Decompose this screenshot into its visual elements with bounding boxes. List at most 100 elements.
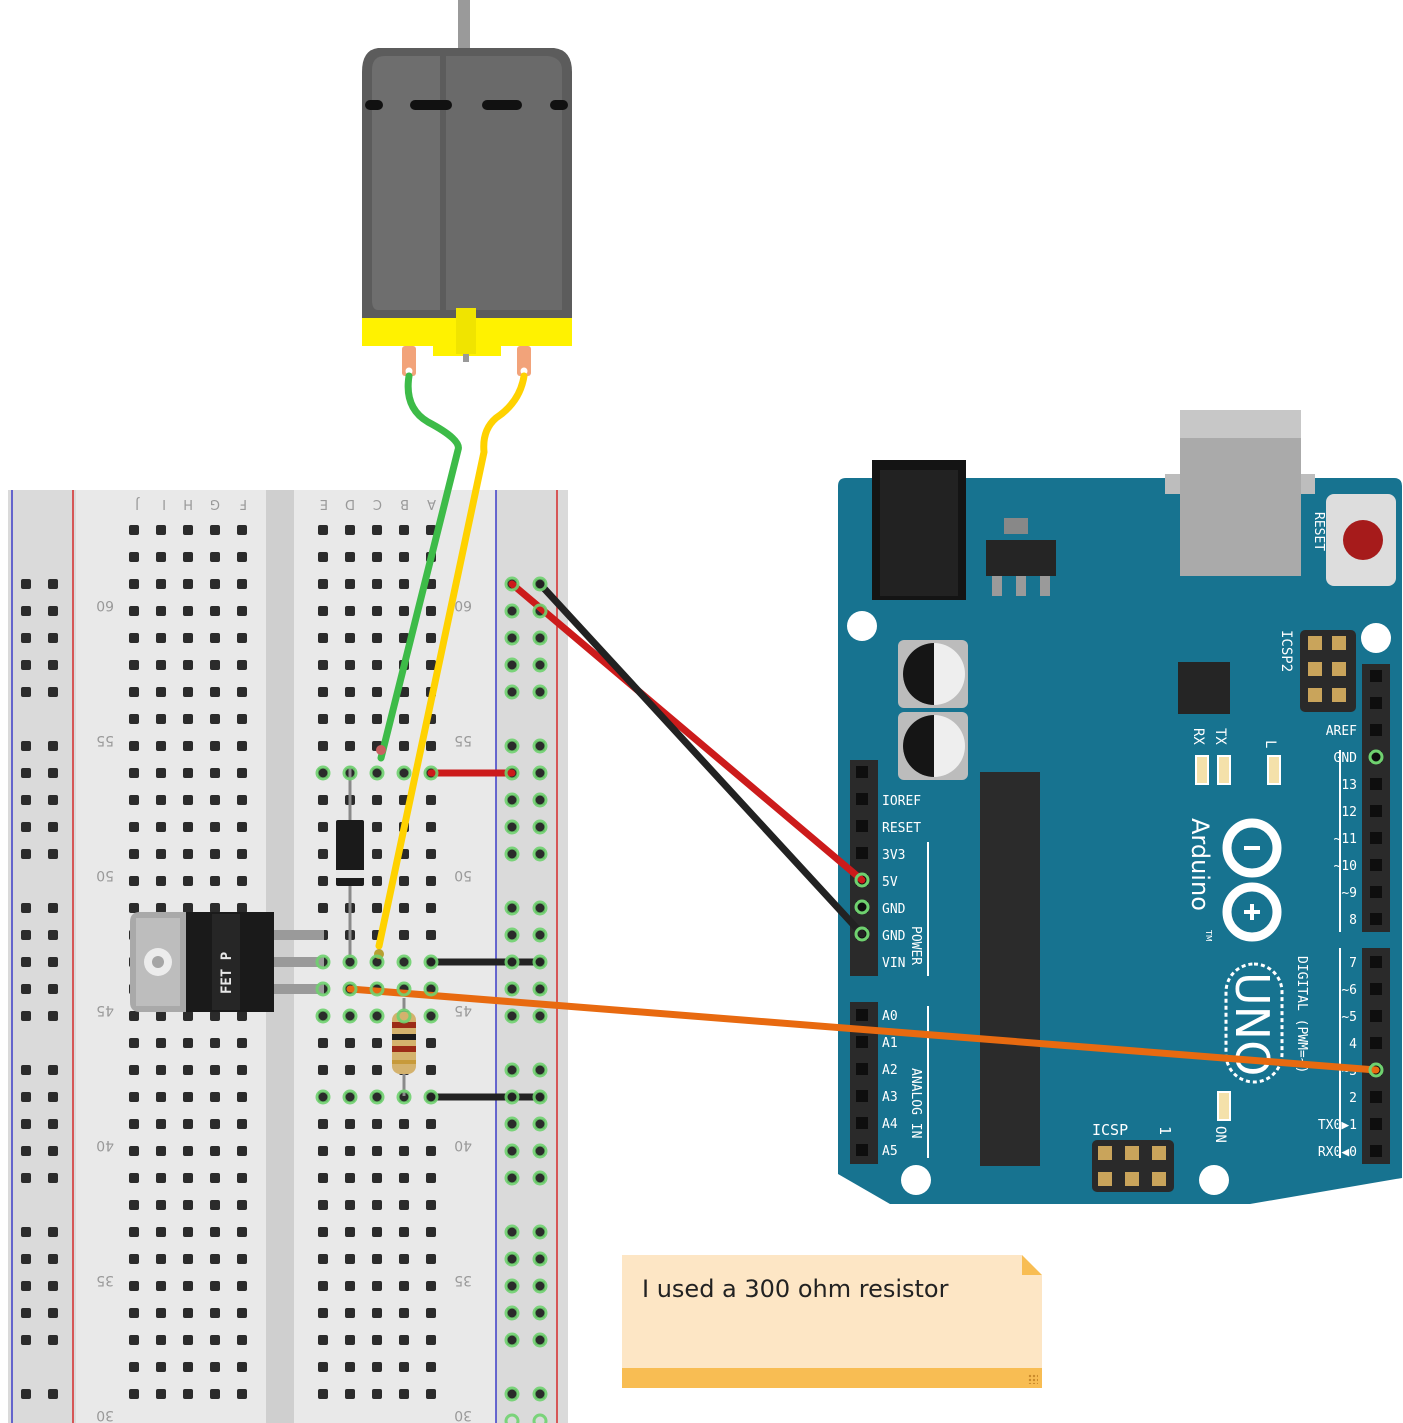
rail-hole	[507, 606, 517, 616]
breadboard-hole	[156, 822, 166, 832]
connected-hole	[504, 1332, 520, 1348]
breadboard-hole	[318, 525, 328, 535]
connected-hole	[532, 819, 548, 835]
rail-hole	[48, 984, 58, 994]
breadboard-hole	[156, 795, 166, 805]
breadboard-hole	[183, 687, 193, 697]
rail-hole	[48, 606, 58, 616]
breadboard-hole	[345, 660, 355, 670]
breadboard-hole	[345, 1092, 355, 1102]
breadboard-hole	[210, 822, 220, 832]
header-pin	[1370, 670, 1382, 682]
rail-hole	[48, 1065, 58, 1075]
rail-hole	[21, 957, 31, 967]
connected-hole	[342, 954, 358, 970]
header-pin	[856, 1117, 868, 1129]
breadboard-hole	[399, 1200, 409, 1210]
breadboard-hole	[345, 633, 355, 643]
icsp-pin	[1098, 1172, 1112, 1186]
connected-hole	[532, 846, 548, 862]
breadboard-hole	[129, 1308, 139, 1318]
rail-hole	[507, 822, 517, 832]
header-pin	[1370, 832, 1382, 844]
breadboard-hole	[318, 1038, 328, 1048]
rail-hole	[48, 1173, 58, 1183]
rail-hole	[535, 849, 545, 859]
connected-hole	[532, 792, 548, 808]
breadboard-hole	[399, 957, 409, 967]
connected-hole	[342, 981, 358, 997]
rail-hole	[21, 1065, 31, 1075]
breadboard-hole	[183, 1119, 193, 1129]
connected-hole	[315, 981, 331, 997]
breadboard-hole	[318, 741, 328, 751]
connected-hole	[532, 954, 548, 970]
resize-grip-icon[interactable]	[1028, 1374, 1038, 1384]
connected-hole	[369, 954, 385, 970]
breadboard-hole	[129, 714, 139, 724]
connected-hole	[532, 576, 548, 592]
breadboard-hole	[426, 1146, 436, 1156]
breadboard-hole	[156, 1281, 166, 1291]
rail-hole	[21, 633, 31, 643]
pin-label: GND	[1334, 751, 1358, 766]
rail-hole	[48, 1011, 58, 1021]
connected-hole	[504, 819, 520, 835]
breadboard-hole	[156, 633, 166, 643]
breadboard-hole	[372, 1011, 382, 1021]
breadboard-hole	[129, 1389, 139, 1399]
rail-hole	[21, 1281, 31, 1291]
breadboard-hole	[372, 1200, 382, 1210]
dc-motor	[362, 0, 572, 376]
connected-hole	[532, 684, 548, 700]
note-text: I used a 300 ohm resistor	[642, 1275, 949, 1303]
pin-label: 7	[1349, 956, 1357, 971]
breadboard-hole	[318, 822, 328, 832]
rail-hole	[21, 1146, 31, 1156]
rail-hole	[21, 660, 31, 670]
breadboard-hole	[372, 1173, 382, 1183]
breadboard-hole	[426, 795, 436, 805]
pin-label: RX0◀0	[1318, 1145, 1357, 1160]
breadboard-hole	[156, 1227, 166, 1237]
connected-hole	[532, 1062, 548, 1078]
rail-hole	[507, 1065, 517, 1075]
breadboard-hole	[372, 903, 382, 913]
rail-hole	[535, 741, 545, 751]
rail-hole	[21, 579, 31, 589]
breadboard-hole	[183, 1254, 193, 1264]
rail-hole	[48, 1335, 58, 1345]
rail-hole	[507, 1254, 517, 1264]
connected-hole	[504, 1116, 520, 1132]
connected-hole	[423, 1089, 439, 1105]
pin-label: 4	[1349, 1037, 1357, 1052]
breadboard-hole	[318, 1281, 328, 1291]
breadboard-hole	[183, 849, 193, 859]
connected-hole	[504, 1089, 520, 1105]
breadboard-hole	[372, 1038, 382, 1048]
breadboard-hole	[183, 579, 193, 589]
breadboard-hole	[345, 1065, 355, 1075]
sticky-note[interactable]: I used a 300 ohm resistor	[622, 1255, 1042, 1388]
connected-hole	[504, 765, 520, 781]
pin-label: ~11	[1334, 832, 1357, 847]
breadboard-hole	[426, 1227, 436, 1237]
header-pin	[1370, 805, 1382, 817]
connected-hole	[504, 900, 520, 916]
breadboard-hole	[210, 1065, 220, 1075]
header-pin	[1370, 1037, 1382, 1049]
breadboard-hole	[183, 1065, 193, 1075]
reset-button[interactable]	[1326, 494, 1396, 586]
connected-hole	[504, 1278, 520, 1294]
row-number: 35	[96, 1272, 114, 1288]
rail-hole	[21, 984, 31, 994]
breadboard-hole	[183, 1146, 193, 1156]
breadboard-holes	[21, 525, 545, 1399]
connected-hole	[423, 765, 439, 781]
pin-label: 13	[1341, 778, 1357, 793]
connected-hole	[532, 1116, 548, 1132]
breadboard-hole	[129, 1038, 139, 1048]
header-pin	[1370, 697, 1382, 709]
tx-led-label: TX	[1212, 728, 1228, 745]
